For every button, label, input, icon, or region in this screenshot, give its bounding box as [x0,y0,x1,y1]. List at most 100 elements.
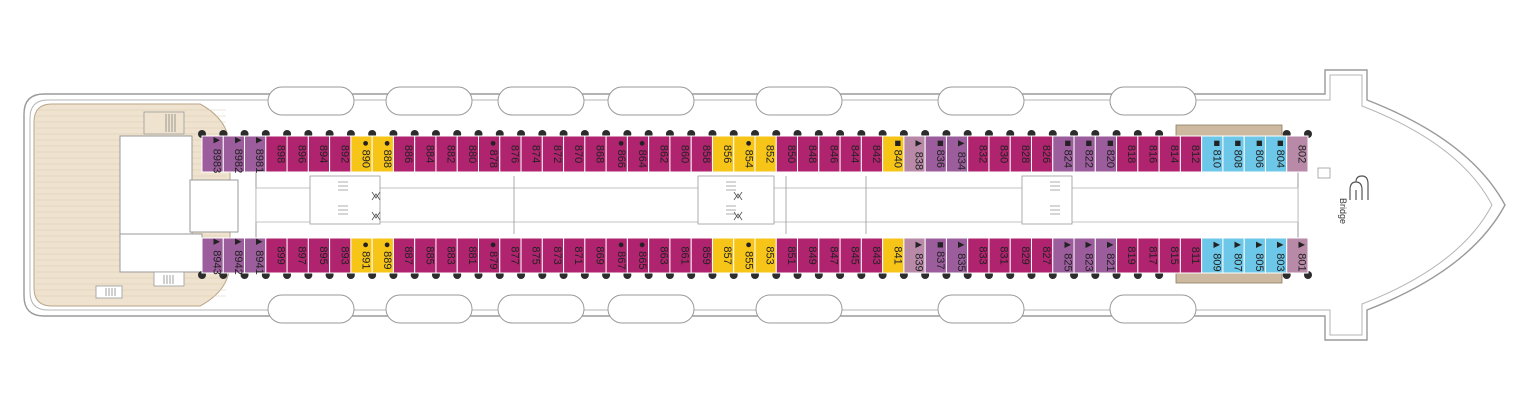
cabin-8981[interactable]: ▲ 8981 [244,135,267,173]
cabin-8942[interactable]: ▲ 8942 [222,236,246,275]
cabin-811[interactable]: 811 [1179,237,1203,274]
cabin-871[interactable]: 871 [563,237,586,274]
cabin-888[interactable]: ● 888 [371,135,394,173]
cabin-897[interactable]: 897 [286,237,309,274]
cabin-893[interactable]: 893 [329,237,352,274]
cabin-819[interactable]: 819 [1116,237,1139,274]
cabin-818[interactable]: 818 [1116,135,1139,173]
cabin-891[interactable]: ● 891 [350,237,373,274]
cabin-831[interactable]: 831 [988,237,1011,274]
cabin-814[interactable]: 814 [1158,135,1181,173]
cabin-865[interactable]: ● 865 [626,237,650,274]
cabin-880[interactable]: 880 [456,135,480,173]
cabin-882[interactable]: 882 [435,135,458,173]
cabin-873[interactable]: 873 [541,237,565,274]
cabin-823[interactable]: ▲ 823 [1073,237,1096,274]
cabin-874[interactable]: 874 [520,135,543,173]
cabin-807[interactable]: ▲ 807 [1222,237,1245,274]
cabin-892[interactable]: 892 [329,135,352,173]
cabin-894[interactable]: 894 [307,135,331,173]
cabin-858[interactable]: 858 [690,135,713,173]
cabin-832[interactable]: 832 [967,135,990,173]
cabin-899[interactable]: 899 [265,237,288,274]
cabin-829[interactable]: 829 [1009,237,1033,274]
cabin-856[interactable]: 856 [711,135,735,173]
cabin-821[interactable]: ▲ 821 [1094,237,1118,274]
cabin-883[interactable]: 883 [435,237,458,274]
cabin-845[interactable]: 845 [839,237,862,274]
cabin-847[interactable]: 847 [818,237,841,274]
cabin-840[interactable]: ■ 840 [882,135,905,173]
cabin-850[interactable]: 850 [775,135,799,173]
cabin-803[interactable]: ▲ 803 [1264,237,1288,274]
cabin-846[interactable]: 846 [818,135,841,173]
cabin-876[interactable]: 876 [499,135,522,173]
cabin-898[interactable]: 898 [265,135,288,173]
cabin-866[interactable]: ● 866 [605,135,628,173]
cabin-867[interactable]: ● 867 [605,237,628,274]
cabin-826[interactable]: 826 [1031,135,1054,173]
cabin-887[interactable]: 887 [392,237,416,274]
cabin-801[interactable]: ▲ 801 [1286,237,1309,274]
cabin-827[interactable]: 827 [1031,237,1054,274]
cabin-837[interactable]: ■ 837 [924,237,947,274]
cabin-851[interactable]: 851 [775,237,799,274]
cabin-852[interactable]: 852 [754,135,777,173]
cabin-895[interactable]: 895 [307,237,331,274]
cabin-806[interactable]: ■ 806 [1243,135,1266,173]
cabin-879[interactable]: ● 879 [478,237,501,274]
cabin-857[interactable]: 857 [711,237,735,274]
cabin-834[interactable]: ▲ 834 [945,135,969,173]
cabin-838[interactable]: ▲ 838 [903,135,926,173]
cabin-8941[interactable]: ▲ 8941 [244,236,267,275]
cabin-884[interactable]: 884 [414,135,437,173]
cabin-842[interactable]: 842 [860,135,884,173]
cabin-8983[interactable]: ▲ 8983 [201,135,224,173]
cabin-890[interactable]: ● 890 [350,135,373,173]
cabin-815[interactable]: 815 [1158,237,1181,274]
cabin-816[interactable]: 816 [1137,135,1160,173]
cabin-849[interactable]: 849 [797,237,820,274]
cabin-881[interactable]: 881 [456,237,480,274]
cabin-872[interactable]: 872 [541,135,565,173]
cabin-859[interactable]: 859 [690,237,713,274]
cabin-808[interactable]: ■ 808 [1222,135,1245,173]
cabin-839[interactable]: ▲ 839 [903,237,926,274]
cabin-809[interactable]: ▲ 809 [1201,237,1224,274]
cabin-855[interactable]: ● 855 [733,237,756,274]
cabin-824[interactable]: ■ 824 [1052,135,1075,173]
cabin-830[interactable]: 830 [988,135,1011,173]
cabin-877[interactable]: 877 [499,237,522,274]
cabin-889[interactable]: ● 889 [371,237,394,274]
cabin-828[interactable]: 828 [1009,135,1033,173]
cabin-844[interactable]: 844 [839,135,862,173]
cabin-868[interactable]: 868 [584,135,607,173]
cabin-869[interactable]: 869 [584,237,607,274]
cabin-870[interactable]: 870 [563,135,586,173]
cabin-805[interactable]: ▲ 805 [1243,237,1266,274]
cabin-861[interactable]: 861 [669,237,692,274]
cabin-835[interactable]: ▲ 835 [945,237,969,274]
cabin-862[interactable]: 862 [648,135,671,173]
cabin-853[interactable]: 853 [754,237,777,274]
cabin-810[interactable]: ■ 810 [1201,135,1224,173]
cabin-896[interactable]: 896 [286,135,309,173]
cabin-817[interactable]: 817 [1137,237,1160,274]
cabin-8982[interactable]: ▲ 8982 [222,135,246,173]
cabin-820[interactable]: ■ 820 [1094,135,1118,173]
cabin-864[interactable]: ● 864 [626,135,650,173]
cabin-822[interactable]: ■ 822 [1073,135,1096,173]
cabin-802[interactable]: 802 [1286,135,1309,173]
cabin-878[interactable]: ● 878 [478,135,501,173]
cabin-833[interactable]: 833 [967,237,990,274]
cabin-804[interactable]: ■ 804 [1264,135,1288,173]
cabin-843[interactable]: 843 [860,237,884,274]
cabin-886[interactable]: 886 [392,135,416,173]
cabin-841[interactable]: 841 [882,237,905,274]
cabin-836[interactable]: ■ 836 [924,135,947,173]
cabin-875[interactable]: 875 [520,237,543,274]
cabin-812[interactable]: 812 [1179,135,1203,173]
cabin-885[interactable]: 885 [414,237,437,274]
cabin-848[interactable]: 848 [797,135,820,173]
cabin-8943[interactable]: ▲ 8943 [201,236,224,275]
